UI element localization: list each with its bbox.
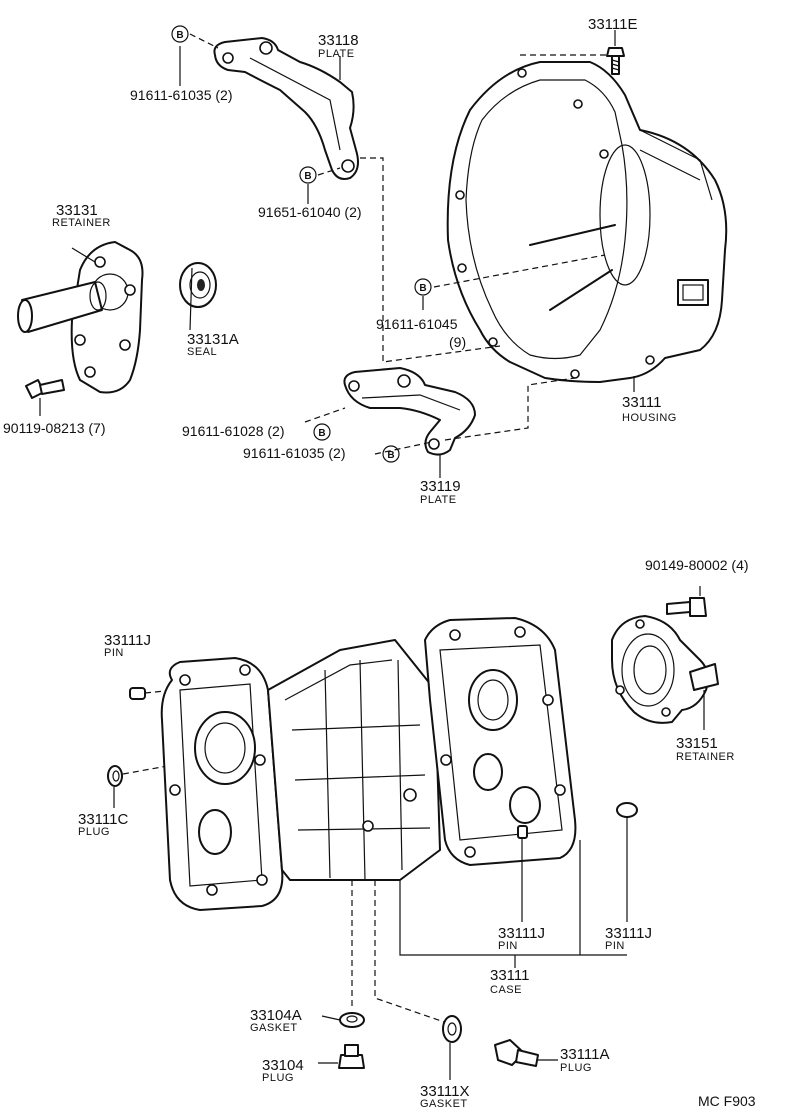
svg-text:B: B bbox=[304, 171, 311, 182]
label-33111J-center-name: PIN bbox=[498, 940, 518, 952]
svg-text:B: B bbox=[419, 283, 426, 294]
diagram-reference: MC F903 bbox=[698, 1093, 756, 1109]
label-33111-case-name: CASE bbox=[490, 984, 522, 996]
badge-b-2: B bbox=[299, 166, 317, 184]
label-33111-case-number: 33111 bbox=[490, 967, 530, 984]
label-33118-number: 33118 bbox=[318, 32, 359, 49]
label-33111J-left-number: 33111J bbox=[104, 632, 151, 649]
retainer-33151-drawing bbox=[611, 615, 719, 730]
pin-33111J-right-drawing bbox=[616, 802, 638, 922]
label-33118-name: PLATE bbox=[318, 48, 355, 60]
label-33104A-name: GASKET bbox=[250, 1022, 298, 1034]
plate-33119-drawing bbox=[343, 367, 476, 456]
label-33151-name: RETAINER bbox=[676, 751, 735, 763]
label-33111X-name: GASKET bbox=[420, 1098, 468, 1110]
label-33111A-name: PLUG bbox=[560, 1062, 592, 1074]
label-91611-61045: 91611-61045 bbox=[376, 316, 458, 332]
seal-33131A-drawing bbox=[179, 262, 217, 308]
label-90119-08213: 90119-08213 (7) bbox=[3, 420, 105, 436]
label-33119-number: 33119 bbox=[420, 478, 461, 495]
label-33111E-number: 33111E bbox=[588, 16, 638, 33]
label-91651-61040: 91651-61040 (2) bbox=[258, 204, 362, 220]
svg-text:B: B bbox=[387, 450, 394, 461]
label-33131A-name: SEAL bbox=[187, 346, 217, 358]
plate-33118-drawing bbox=[213, 37, 359, 180]
svg-text:B: B bbox=[176, 30, 183, 41]
label-33111X-number: 33111X bbox=[420, 1083, 470, 1100]
bolt-90119-drawing bbox=[25, 379, 65, 399]
label-33131-name: RETAINER bbox=[52, 217, 111, 229]
label-33151-number: 33151 bbox=[676, 735, 718, 752]
bolt-90149-drawing bbox=[666, 586, 707, 617]
label-91611-61035-bottom: 91611-61035 (2) bbox=[243, 445, 345, 461]
badge-b-5: B bbox=[382, 445, 400, 463]
label-91611-61035-top: 91611-61035 (2) bbox=[130, 87, 232, 103]
label-33111C-number: 33111C bbox=[78, 811, 128, 828]
label-33111J-right-name: PIN bbox=[605, 940, 625, 952]
label-33111C-name: PLUG bbox=[78, 826, 110, 838]
label-91611-61045-qty: (9) bbox=[449, 334, 466, 350]
badge-b-4: B bbox=[313, 423, 331, 441]
plug-33111A-drawing bbox=[494, 1039, 558, 1067]
label-31111-name: HOUSING bbox=[622, 412, 677, 424]
pin-33111J-left-drawing bbox=[129, 687, 176, 700]
label-33104-name: PLUG bbox=[262, 1072, 294, 1084]
label-91611-61028: 91611-61028 (2) bbox=[182, 423, 284, 439]
case-33111-drawing bbox=[160, 617, 577, 911]
label-33119-name: PLATE bbox=[420, 494, 457, 506]
badge-b-1: B bbox=[171, 25, 189, 43]
top-leader-lines bbox=[39, 30, 635, 478]
label-33111J-right-number: 33111J bbox=[605, 925, 652, 942]
label-33131A-number: 33131A bbox=[187, 331, 239, 348]
label-33104-number: 33104 bbox=[262, 1057, 304, 1074]
label-33111J-center-number: 33111J bbox=[498, 925, 545, 942]
label-90149-80002: 90149-80002 (4) bbox=[645, 557, 749, 573]
badge-b-3: B bbox=[414, 278, 432, 296]
bolt-33111E-drawing bbox=[606, 47, 625, 75]
label-33111A-number: 33111A bbox=[560, 1046, 610, 1063]
gasket-33104A-drawing bbox=[321, 880, 365, 1028]
label-33104A-number: 33104A bbox=[250, 1007, 302, 1024]
case-bracket-lines bbox=[399, 838, 627, 968]
retainer-33131-drawing bbox=[17, 241, 144, 394]
label-33111J-left-name: PIN bbox=[104, 647, 124, 659]
label-33131-number: 33131 bbox=[56, 202, 98, 219]
svg-text:B: B bbox=[318, 428, 325, 439]
label-31111-number: 33111 bbox=[622, 394, 662, 411]
gasket-33111X-drawing bbox=[374, 880, 462, 1080]
housing-31111-drawing bbox=[446, 61, 728, 383]
plug-33104-drawing bbox=[318, 1044, 365, 1069]
